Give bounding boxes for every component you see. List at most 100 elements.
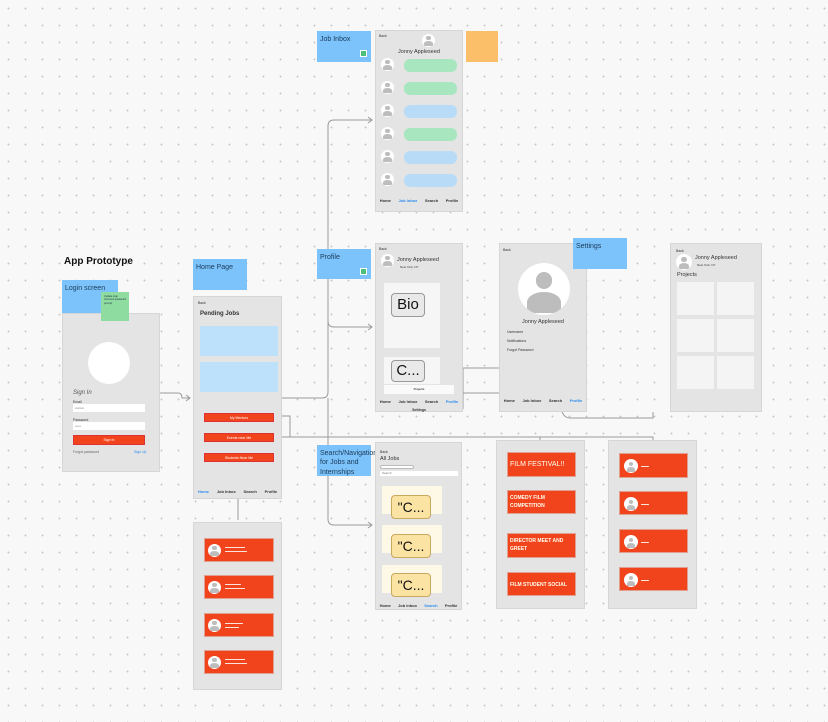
email-field[interactable]: xxxxxx	[73, 404, 145, 412]
nav-search[interactable]: Search	[243, 489, 257, 494]
message-bubble[interactable]	[404, 151, 457, 164]
projects-heading: Projects	[677, 272, 697, 278]
message-bubble[interactable]	[404, 105, 457, 118]
username-setting[interactable]: Username	[507, 330, 524, 334]
back-link[interactable]: Back	[503, 248, 511, 252]
job-tooltip: "C...	[391, 534, 431, 558]
sticky-note-green[interactable]: Update logo Incorrect password prompt	[101, 292, 129, 321]
students-list-frame[interactable]	[608, 440, 697, 609]
forgot-password-setting[interactable]: Forgot Password	[507, 348, 534, 352]
image-placeholder-icon[interactable]	[677, 282, 714, 315]
nav-inbox[interactable]: Job Inbox	[398, 399, 418, 404]
nav-profile[interactable]: Profile	[264, 489, 278, 494]
nav-inbox[interactable]: Job Inbox	[398, 603, 417, 608]
sticky-search[interactable]: Search/Navigation for Jobs and Internshi…	[317, 445, 377, 476]
event-card[interactable]: FILM FESTIVAL!!	[507, 452, 576, 477]
nav-home[interactable]: Home	[379, 603, 391, 608]
image-placeholder-icon[interactable]	[677, 319, 714, 352]
back-link[interactable]: Back	[379, 247, 387, 251]
nav-search[interactable]: Search	[424, 603, 438, 608]
projects-frame[interactable]: Back Jonny Appleseed New York, NY Projec…	[670, 243, 762, 412]
nav-home[interactable]: Home	[379, 198, 391, 203]
signin-heading: Sign In	[73, 390, 92, 396]
nav-home[interactable]: Home	[503, 398, 515, 403]
mentor-card[interactable]	[204, 538, 274, 562]
events-near-me-button[interactable]: Events near Me	[204, 433, 274, 442]
password-field[interactable]: ••••••	[73, 422, 145, 430]
email-label: Email	[73, 400, 82, 404]
student-card[interactable]	[619, 529, 688, 553]
all-jobs-heading: All Jobs	[380, 456, 400, 462]
logo-placeholder	[88, 342, 130, 384]
signin-button[interactable]: Sign In	[73, 435, 145, 445]
image-placeholder-icon[interactable]	[717, 319, 754, 352]
job-tooltip: "C...	[391, 573, 431, 597]
bottom-nav: Home Job Inbox Search Profile	[376, 399, 462, 404]
sticky-note-orange[interactable]	[466, 31, 498, 62]
login-screen-frame[interactable]: Sign In Email xxxxxx Password •••••• Sig…	[62, 313, 160, 472]
back-link[interactable]: Back	[380, 450, 388, 454]
mentor-card[interactable]	[204, 613, 274, 637]
event-card[interactable]: FILM STUDENT SOCIAL	[507, 572, 576, 596]
nav-home[interactable]: Home	[379, 399, 391, 404]
student-card[interactable]	[619, 567, 688, 591]
settings-frame[interactable]: Back Jonny Appleseed Username Notificati…	[499, 243, 587, 412]
back-link[interactable]: Back	[198, 301, 206, 305]
message-bubble[interactable]	[404, 59, 457, 72]
forgot-password-link[interactable]: Forgot password	[73, 450, 100, 454]
pending-job-card[interactable]	[200, 362, 278, 392]
pending-job-card[interactable]	[200, 326, 278, 356]
image-placeholder-icon[interactable]	[717, 356, 754, 389]
sticky-home[interactable]: Home Page	[193, 259, 247, 290]
student-card[interactable]	[619, 491, 688, 515]
user-location: New York, NY	[400, 265, 419, 269]
event-card[interactable]: DIRECTOR MEET AND GREET	[507, 533, 576, 558]
nav-profile[interactable]: Profile	[445, 198, 459, 203]
bottom-nav: Home Job Inbox Search Profile	[376, 198, 462, 203]
checkbox-icon[interactable]	[360, 268, 367, 275]
image-placeholder-icon[interactable]	[717, 282, 754, 315]
message-bubble[interactable]	[404, 128, 457, 141]
nav-search[interactable]: Search	[548, 398, 563, 403]
image-placeholder-icon[interactable]	[677, 356, 714, 389]
message-bubble[interactable]	[404, 174, 457, 187]
profile-frame[interactable]: Back Jonny Appleseed New York, NY Bio C.…	[375, 243, 463, 412]
search-frame[interactable]: Back All Jobs Search "C... "C... "C... H…	[375, 442, 462, 610]
home-page-frame[interactable]: Back Pending Jobs My Mentors Events near…	[193, 296, 282, 499]
projects-button[interactable]: Projects	[384, 385, 454, 394]
mentors-list-frame[interactable]	[193, 522, 282, 690]
notifications-setting[interactable]: Notifications	[507, 339, 527, 343]
back-link[interactable]: Back	[676, 249, 684, 253]
user-name: Jonny Appleseed	[695, 255, 737, 261]
nav-home[interactable]: Home	[197, 489, 210, 494]
signup-link[interactable]: Sign Up	[134, 450, 147, 454]
nav-profile[interactable]: Profile	[445, 399, 459, 404]
nav-profile[interactable]: Profile	[444, 603, 458, 608]
nav-inbox[interactable]: Job Inbox	[522, 398, 542, 403]
my-mentors-button[interactable]: My Mentors	[204, 413, 274, 422]
sticky-job-inbox[interactable]: Job Inbox	[317, 31, 371, 62]
mentor-card[interactable]	[204, 575, 274, 599]
checkbox-icon[interactable]	[360, 50, 367, 57]
search-input[interactable]: Search	[380, 471, 458, 476]
nav-inbox[interactable]: Job Inbox	[216, 489, 236, 494]
avatar-icon	[381, 254, 394, 267]
settings-link[interactable]: Settings	[412, 408, 426, 412]
events-frame[interactable]: FILM FESTIVAL!! COMEDY FILM COMPETITION …	[496, 440, 585, 609]
nav-search[interactable]: Search	[424, 198, 439, 203]
filter-dropdown[interactable]	[380, 465, 414, 469]
nav-inbox[interactable]: Job Inbox	[398, 198, 418, 203]
contact-tooltip: C...	[391, 360, 425, 382]
student-card[interactable]	[619, 453, 688, 478]
bottom-nav: Home Job Inbox Search Profile	[500, 398, 586, 403]
sticky-settings[interactable]: Settings	[573, 238, 627, 269]
nav-search[interactable]: Search	[424, 399, 439, 404]
back-link[interactable]: Back	[379, 34, 387, 38]
message-bubble[interactable]	[404, 82, 457, 95]
user-name: Jonny Appleseed	[522, 319, 564, 325]
mentor-card[interactable]	[204, 650, 274, 674]
event-card[interactable]: COMEDY FILM COMPETITION	[507, 490, 576, 514]
nav-profile[interactable]: Profile	[569, 398, 583, 403]
students-near-me-button[interactable]: Students Near Me	[204, 453, 274, 462]
